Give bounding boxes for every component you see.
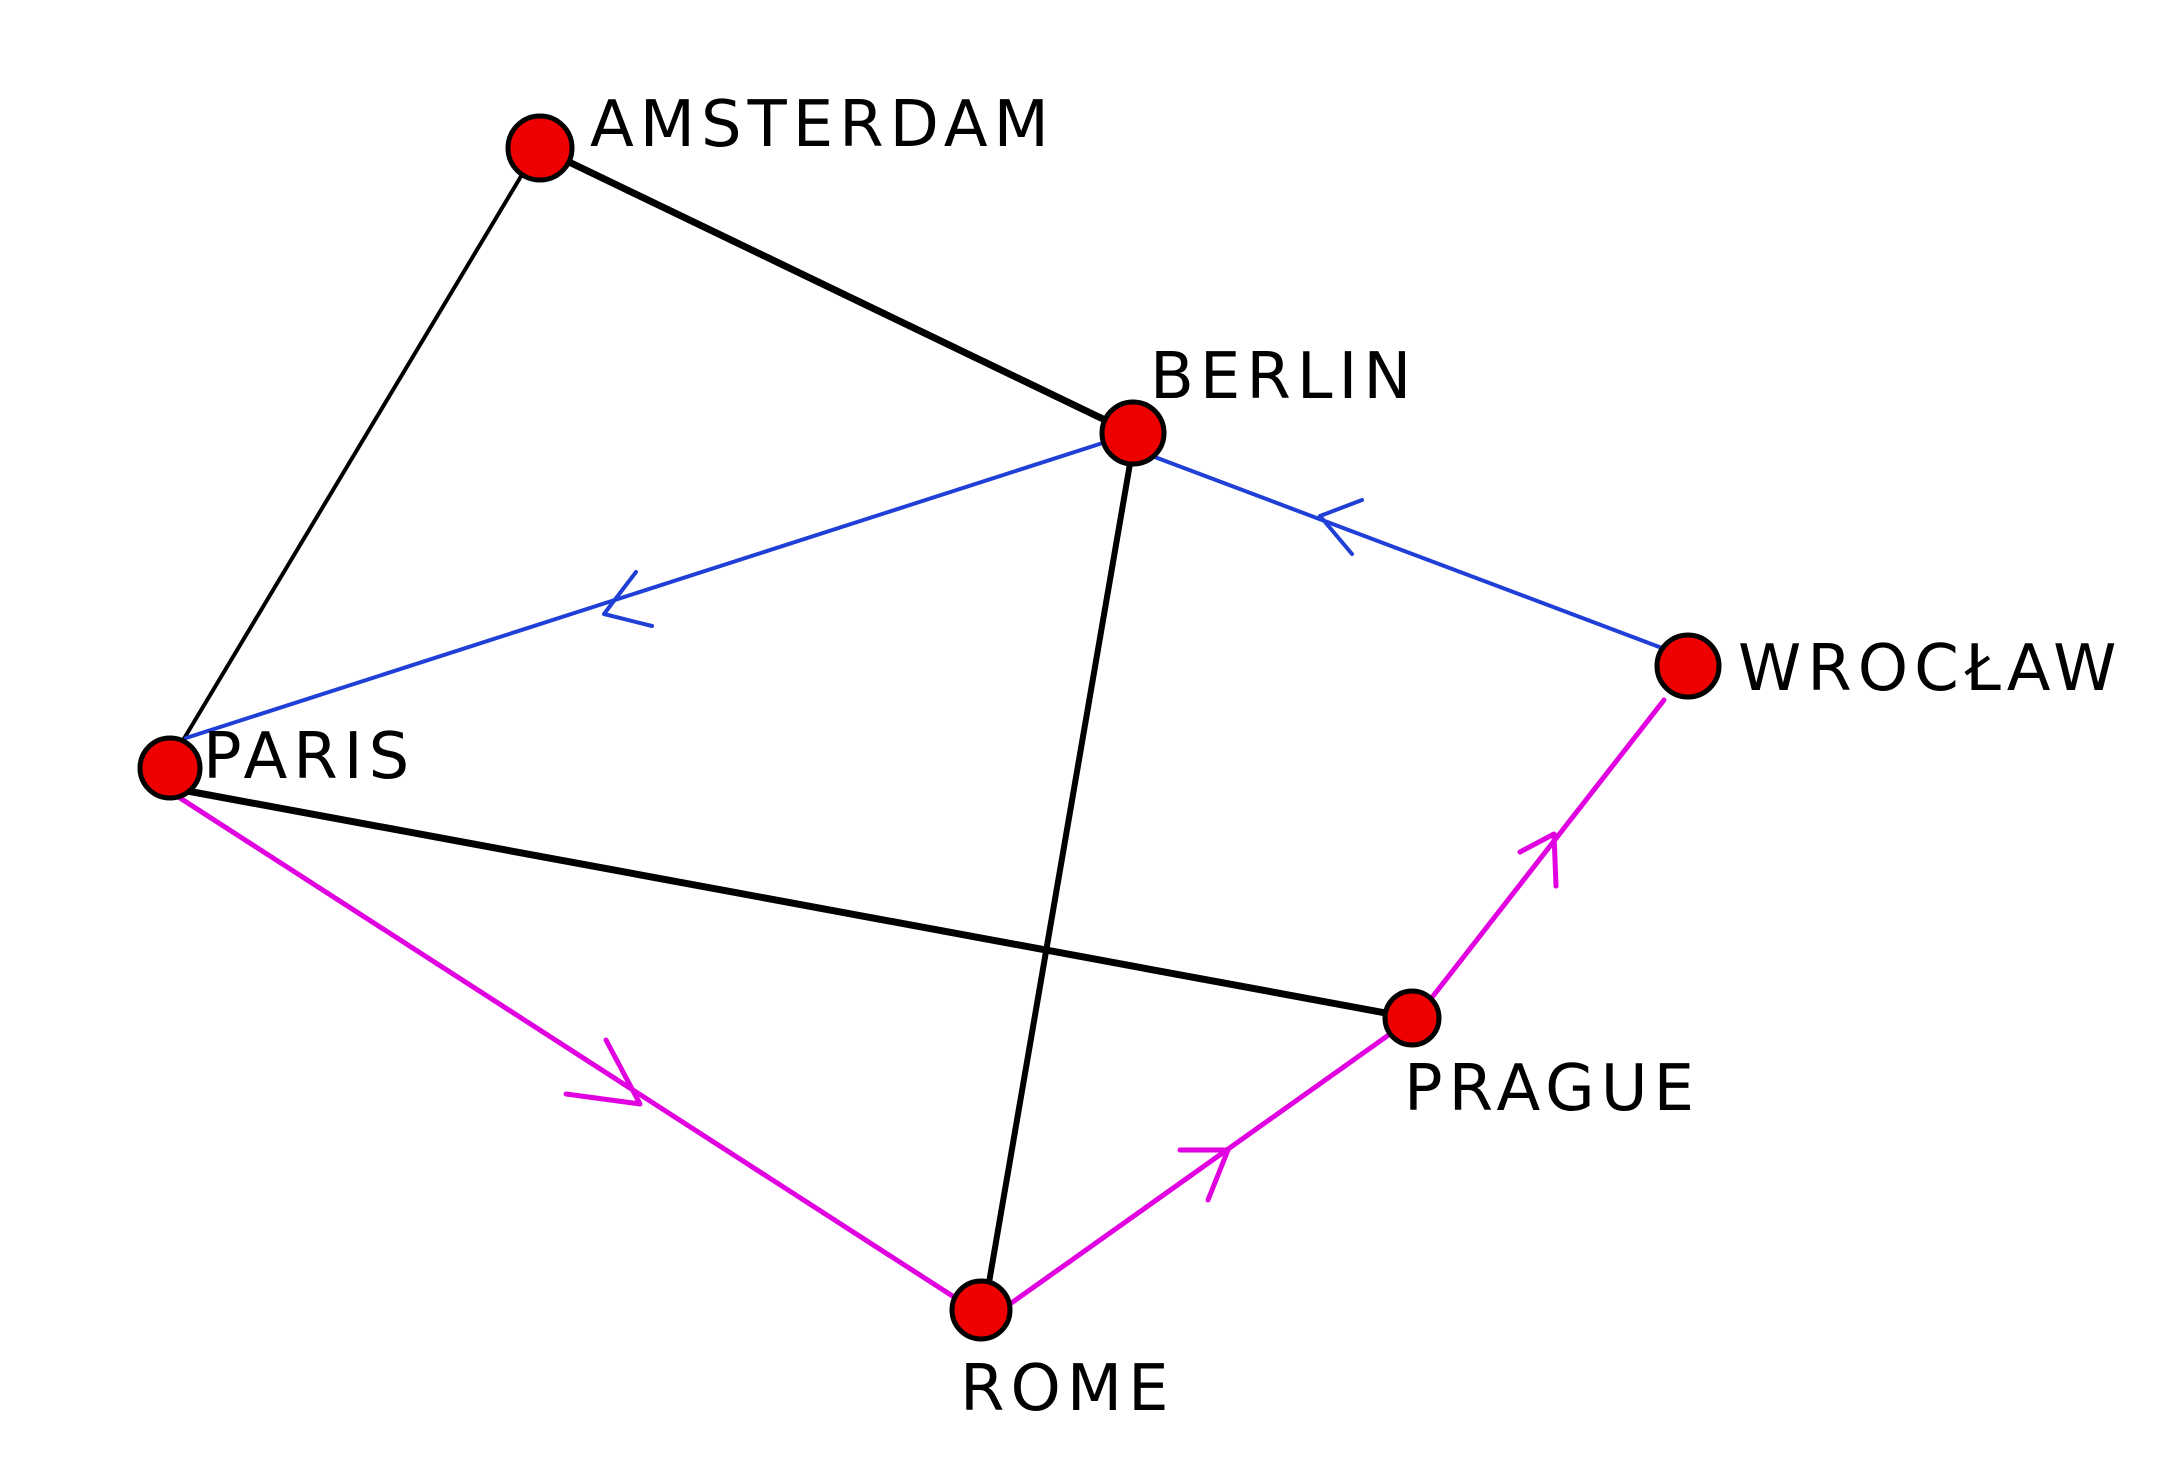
- node-wroclaw-label: WROCŁAW: [1738, 632, 2122, 706]
- edge-amsterdam-paris: [168, 166, 528, 764]
- city-nodes: AMSTERDAM BERLIN PARIS WROCŁAW PRAGUE RO…: [137, 88, 2122, 1426]
- edge-rome-prague: [1007, 1031, 1393, 1307]
- edge-amsterdam-berlin: [536, 144, 1134, 436]
- node-rome-label: ROME: [960, 1352, 1175, 1426]
- node-wroclaw-marker[interactable]: [1654, 632, 1722, 700]
- arrow-rome-prague: [1177, 1147, 1231, 1203]
- node-paris[interactable]: PARIS: [137, 720, 415, 801]
- node-amsterdam[interactable]: AMSTERDAM: [505, 88, 1055, 183]
- node-prague-marker[interactable]: [1382, 988, 1442, 1048]
- edge-paris-rome: [177, 795, 971, 1309]
- undirected-edges: [168, 144, 1406, 1303]
- node-berlin-marker[interactable]: [1099, 399, 1167, 467]
- edge-berlin-rome: [983, 449, 1135, 1303]
- edge-wroclaw-berlin: [1150, 454, 1664, 650]
- arrow-prague-wroclaw: [1517, 831, 1559, 889]
- node-wroclaw[interactable]: WROCŁAW: [1654, 632, 2122, 706]
- node-prague-label: PRAGUE: [1404, 1052, 1700, 1126]
- arrow-wroclaw-berlin: [1318, 498, 1364, 556]
- edge-berlin-paris: [184, 438, 1114, 740]
- node-paris-marker[interactable]: [137, 735, 203, 801]
- node-rome[interactable]: ROME: [949, 1278, 1175, 1426]
- node-prague[interactable]: PRAGUE: [1382, 988, 1700, 1126]
- node-berlin[interactable]: BERLIN: [1099, 340, 1417, 467]
- node-rome-marker[interactable]: [949, 1278, 1013, 1342]
- blue-directed-path: [184, 438, 1664, 740]
- node-amsterdam-marker[interactable]: [505, 113, 575, 183]
- edge-paris-prague: [178, 786, 1406, 1020]
- node-berlin-label: BERLIN: [1150, 340, 1417, 414]
- node-paris-label: PARIS: [203, 720, 415, 794]
- edge-prague-wroclaw: [1427, 697, 1667, 1003]
- arrow-berlin-paris: [602, 570, 654, 628]
- node-amsterdam-label: AMSTERDAM: [590, 88, 1055, 162]
- arrow-paris-rome: [563, 1037, 643, 1107]
- magenta-directed-path: [177, 697, 1667, 1309]
